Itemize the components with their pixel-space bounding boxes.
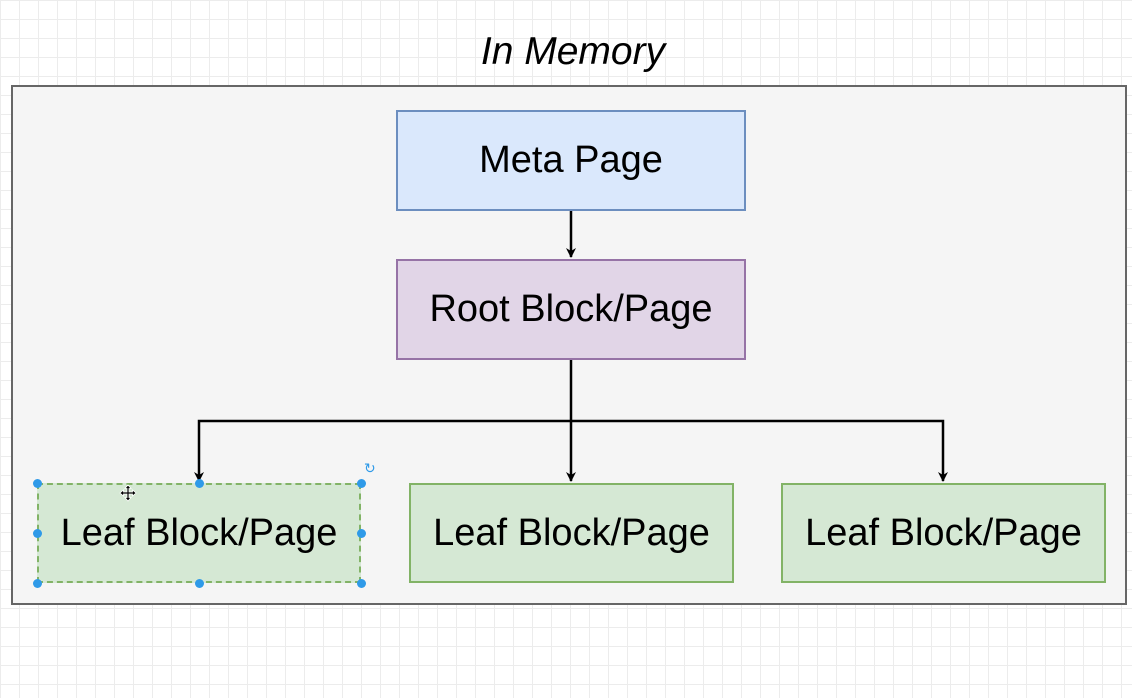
resize-handle-right[interactable] <box>356 528 366 538</box>
leaf-block-node-2[interactable]: Leaf Block/Page <box>409 483 734 583</box>
leaf-block-node-1[interactable]: Leaf Block/Page <box>37 483 361 583</box>
meta-page-node[interactable]: Meta Page <box>396 110 746 211</box>
resize-handle-top[interactable] <box>194 478 204 488</box>
resize-handle-bottom-right[interactable] <box>356 578 366 588</box>
move-cursor-icon <box>119 484 137 502</box>
resize-handle-bottom-left[interactable] <box>32 578 42 588</box>
leaf-block-node-3[interactable]: Leaf Block/Page <box>781 483 1106 583</box>
resize-handle-bottom[interactable] <box>194 578 204 588</box>
diagram-title: In Memory <box>480 30 666 73</box>
resize-handle-left[interactable] <box>32 528 42 538</box>
resize-handle-top-left[interactable] <box>32 478 42 488</box>
resize-handle-top-right[interactable] <box>356 478 366 488</box>
root-block-node[interactable]: Root Block/Page <box>396 259 746 360</box>
rotate-icon[interactable]: ↻ <box>364 460 376 476</box>
